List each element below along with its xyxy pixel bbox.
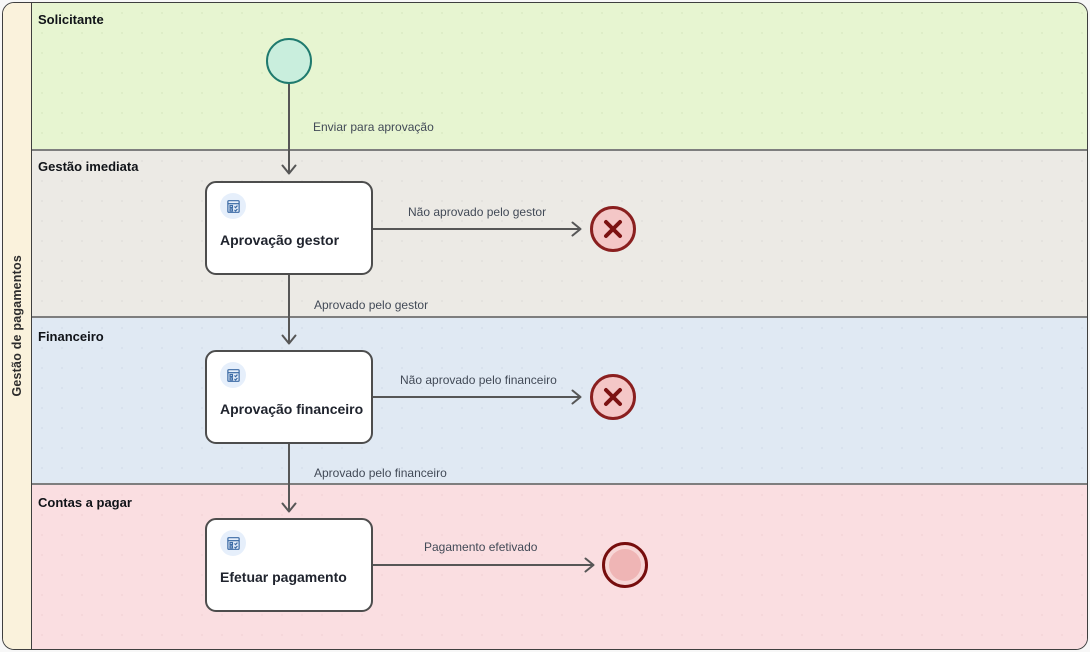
pool-title: Gestão de pagamentos: [10, 255, 24, 397]
terminate-disc: [609, 549, 641, 581]
lane-solicitante: [32, 3, 1087, 149]
lane-title-financeiro: Financeiro: [38, 329, 104, 344]
end-event-cancel-gestor[interactable]: [590, 206, 636, 252]
x-cancel-icon: [604, 220, 622, 238]
task-label: Aprovação gestor: [220, 232, 340, 248]
form-checklist-icon: [220, 362, 246, 388]
task-aprovacao-gestor[interactable]: Aprovação gestor: [205, 181, 373, 275]
end-event-terminate[interactable]: [602, 542, 648, 588]
x-cancel-icon: [604, 388, 622, 406]
lane-contas-a-pagar: [32, 483, 1087, 649]
lane-gestao-imediata: [32, 149, 1087, 316]
start-event[interactable]: [266, 38, 312, 84]
form-checklist-icon: [220, 530, 246, 556]
task-label: Aprovação financeiro: [220, 401, 364, 417]
flow-label-nao-aprovado-financeiro: Não aprovado pelo financeiro: [400, 373, 557, 387]
task-efetuar-pagamento[interactable]: Efetuar pagamento: [205, 518, 373, 612]
lane-title-solicitante: Solicitante: [38, 12, 104, 27]
lane-title-gestao-imediata: Gestão imediata: [38, 159, 139, 174]
end-event-cancel-financeiro[interactable]: [590, 374, 636, 420]
flow-label-nao-aprovado-gestor: Não aprovado pelo gestor: [408, 205, 547, 219]
flow-label-aprovado-gestor: Aprovado pelo gestor: [314, 298, 429, 312]
flow-label-pagamento-efetivado: Pagamento efetivado: [424, 540, 538, 554]
task-aprovacao-financeiro[interactable]: Aprovação financeiro: [205, 350, 373, 444]
pool-header: Gestão de pagamentos: [3, 3, 32, 649]
lane-financeiro: [32, 316, 1087, 483]
flow-label-enviar-para-aprovacao: Enviar para aprovação: [313, 120, 434, 134]
lane-title-contas-a-pagar: Contas a pagar: [38, 495, 132, 510]
task-label: Efetuar pagamento: [220, 569, 347, 585]
flow-label-aprovado-financeiro: Aprovado pelo financeiro: [314, 466, 447, 480]
form-checklist-icon: [220, 193, 246, 219]
